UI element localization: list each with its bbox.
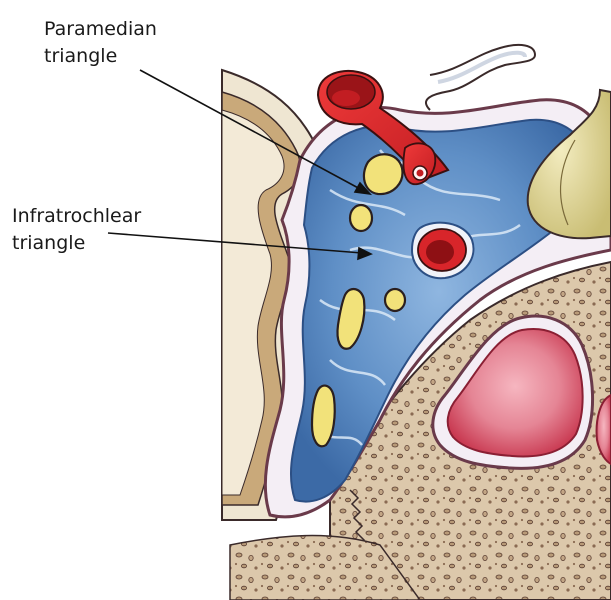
infratrochlear-triangle-label: Infratrochlear triangle <box>12 203 141 257</box>
pointer-arrows <box>107 69 373 261</box>
infratrochlear-arrowhead <box>357 246 373 261</box>
oculomotor-nerve <box>362 153 404 196</box>
paramedian-label-line2: triangle <box>44 45 118 67</box>
tentorial-fold <box>425 43 537 111</box>
right-sinus-fragment <box>595 393 611 466</box>
tentorial-fold-inner <box>437 50 527 84</box>
infratrochlear-label-line2: triangle <box>12 232 86 254</box>
paramedian-triangle-label: Paramedian triangle <box>44 16 157 70</box>
sphenoid-sinus <box>446 328 584 458</box>
infratrochlear-label-line1: Infratrochlear <box>12 205 142 227</box>
infratrochlear-arrow-line <box>107 232 363 254</box>
lower-bone-strip <box>229 534 421 600</box>
abducens-nerve <box>383 287 407 313</box>
brain-white-matter <box>221 109 285 496</box>
ophthalmic-nerve <box>336 287 366 350</box>
trochlear-nerve <box>348 203 374 233</box>
ganglion-fold <box>559 139 576 226</box>
paramedian-label-line1: Paramedian <box>44 18 157 40</box>
maxillary-nerve <box>310 384 336 448</box>
paramedian-arrow-line <box>139 69 363 191</box>
artery-lumen-highlight <box>332 90 360 106</box>
trigeminal-ganglion <box>526 88 611 240</box>
cranial-nerves <box>310 153 407 448</box>
paramedian-arrowhead <box>353 181 373 196</box>
carotid-in-sinus-lumen <box>426 240 454 264</box>
